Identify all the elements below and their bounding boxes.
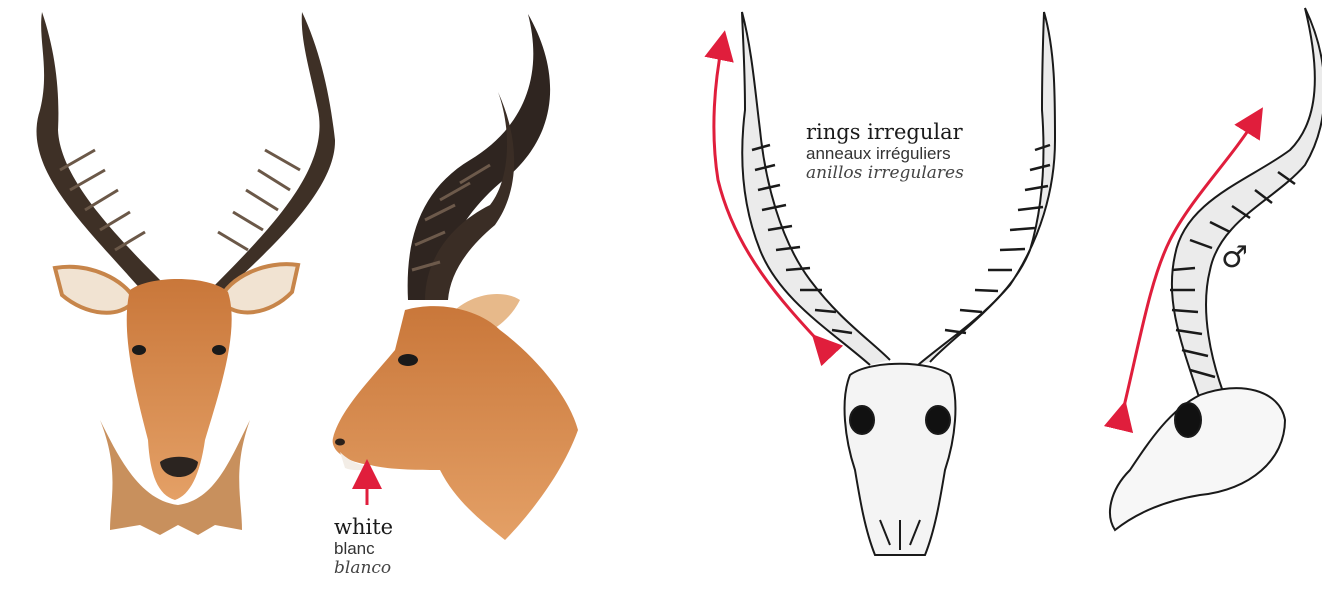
horn-rings-label-english: rings irregular bbox=[806, 120, 964, 144]
impala-skull-side-drawing bbox=[1110, 8, 1322, 530]
horn-rings-label: rings irregular anneaux irréguliers anil… bbox=[806, 120, 964, 183]
horn-rings-label-french: anneaux irréguliers bbox=[806, 144, 964, 164]
muzzle-label: white blanc blanco bbox=[334, 515, 393, 578]
male-symbol-icon: ♂ bbox=[1221, 240, 1248, 275]
muzzle-label-spanish: blanco bbox=[334, 559, 393, 579]
horn-rings-label-spanish: anillos irregulares bbox=[806, 164, 964, 184]
impala-skull-front-drawing bbox=[742, 12, 1055, 555]
impala-head-side-photo bbox=[333, 14, 578, 540]
muzzle-label-english: white bbox=[334, 515, 393, 539]
impala-head-front-photo bbox=[37, 12, 335, 535]
muzzle-label-french: blanc bbox=[334, 539, 393, 559]
